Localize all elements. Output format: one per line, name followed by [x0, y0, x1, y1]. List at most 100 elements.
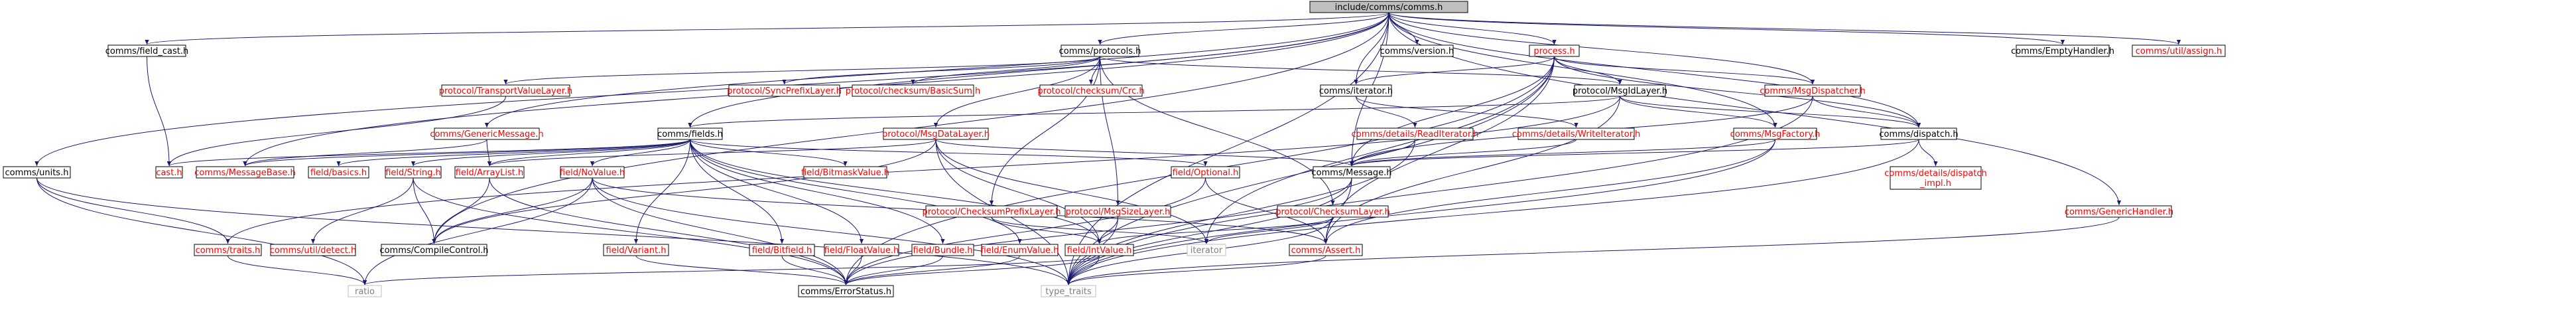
- node-msg-data-layer[interactable]: protocol/MsgDataLayer.h: [882, 127, 990, 140]
- node-label: comms/MsgFactory.h: [1730, 129, 1821, 139]
- node-read-iterator[interactable]: comms/details/ReadIterator.h: [1352, 127, 1479, 140]
- node-box: [1880, 127, 1957, 140]
- node-util-detect[interactable]: comms/util/detect.h: [270, 244, 356, 256]
- edge-field_arraylist-to-compile_control: [432, 177, 490, 244]
- edge-protocols-to-checksum_prefix: [989, 56, 1100, 206]
- node-field-novalue[interactable]: field/NoValue.h: [560, 166, 625, 179]
- node-write-iterator[interactable]: comms/details/WriteIterator.h: [1512, 127, 1640, 140]
- edge-assert_h-to-type_traits: [1066, 255, 1326, 286]
- node-box: [981, 244, 1059, 256]
- node-error-status[interactable]: comms/ErrorStatus.h: [798, 285, 894, 297]
- edge-msg_factory-to-assert_h: [1323, 139, 1775, 244]
- edge-field_novalue-to-compile_control: [432, 177, 593, 244]
- node-msg-dispatcher[interactable]: comms/MsgDispatcher.h: [1760, 84, 1866, 97]
- edge-message-to-error_status: [844, 177, 1352, 286]
- node-box: [1890, 166, 1982, 190]
- node-generic-handler[interactable]: comms/GenericHandler.h: [2065, 205, 2173, 218]
- node-cast[interactable]: cast.h: [155, 166, 183, 179]
- node-assert-h[interactable]: comms/Assert.h: [1289, 244, 1363, 256]
- edge-field_intvalue-to-ratio: [363, 255, 1100, 286]
- node-msg-factory[interactable]: comms/MsgFactory.h: [1730, 127, 1821, 140]
- node-field-optional[interactable]: field/Optional.h: [1171, 166, 1240, 179]
- node-label: comms/MessageBase.h: [194, 168, 296, 178]
- node-emptyhandler[interactable]: comms/EmptyHandler.h: [2011, 44, 2114, 57]
- edge-root-to-emptyhandler: [1388, 12, 2065, 45]
- node-label: comms/GenericMessage.h: [430, 129, 543, 139]
- node-generic-message[interactable]: comms/GenericMessage.h: [430, 127, 544, 140]
- node-checksum-basicsum[interactable]: protocol/checksum/BasicSum.h: [846, 84, 980, 97]
- node-field-variant[interactable]: field/Variant.h: [603, 244, 669, 256]
- node-label: field/FloatValue.h: [824, 246, 899, 256]
- node-box: [803, 166, 887, 179]
- node-box: [1529, 44, 1580, 57]
- node-box: [1764, 84, 1861, 97]
- node-checksum-prefix[interactable]: protocol/ChecksumPrefixLayer.h: [922, 205, 1061, 218]
- edge-fields-to-field_novalue: [590, 139, 690, 167]
- node-box: [385, 166, 442, 179]
- node-field-basics[interactable]: field/basics.h: [308, 166, 369, 179]
- node-box: [603, 244, 669, 256]
- node-box: [728, 84, 840, 97]
- node-box: [560, 166, 625, 179]
- node-checksum-layer[interactable]: protocol/ChecksumLayer.h: [1275, 205, 1390, 218]
- edge-fields-to-field_string: [411, 139, 690, 167]
- edge-field_arraylist-to-error_status: [489, 177, 848, 286]
- node-msgsize-layer[interactable]: protocol/MsgSizeLayer.h: [1064, 205, 1171, 218]
- node-message[interactable]: comms/Message.h: [1312, 166, 1392, 179]
- node-ratio: ratio: [348, 285, 382, 297]
- node-field-bitmask[interactable]: field/BitmaskValue.h: [801, 166, 889, 179]
- node-field-bitfield[interactable]: field/Bitfield.h: [749, 244, 815, 256]
- node-iterator-h[interactable]: comms/iterator.h: [1319, 84, 1393, 97]
- node-field-intvalue[interactable]: field/IntValue.h: [1064, 244, 1134, 256]
- node-compile-control[interactable]: comms/CompileControl.h: [379, 244, 489, 256]
- node-dispatch[interactable]: comms/dispatch.h: [1879, 127, 1959, 140]
- node-label: protocol/checksum/BasicSum.h: [846, 86, 980, 96]
- node-fields[interactable]: comms/fields.h: [657, 127, 723, 140]
- node-field-string[interactable]: field/String.h: [385, 166, 442, 179]
- node-util-assign[interactable]: comms/util/assign.h: [2132, 44, 2226, 57]
- edge-checksum_layer-to-iterator_std: [1204, 216, 1333, 244]
- node-label: protocol/ChecksumLayer.h: [1275, 207, 1390, 217]
- dependency-edges: [34, 12, 2181, 286]
- node-field-bundle[interactable]: field/Bundle.h: [911, 244, 974, 256]
- node-box: [657, 127, 723, 140]
- node-msgid-layer[interactable]: protocol/MsgIdLayer.h: [1573, 84, 1667, 97]
- edge-msg_data_layer-to-iterator_std: [935, 139, 1209, 244]
- edge-traits-to-ratio: [227, 255, 367, 286]
- node-field-cast[interactable]: comms/field_cast.h: [105, 44, 189, 57]
- edge-process-to-type_traits: [1066, 56, 1555, 286]
- node-details-dispatch[interactable]: comms/details/dispatch_impl.h: [1884, 166, 1987, 190]
- node-box: [1309, 1, 1468, 13]
- node-traits[interactable]: comms/traits.h: [194, 244, 262, 256]
- edge-root-to-protocols: [1098, 12, 1389, 45]
- node-process[interactable]: process.h: [1529, 44, 1580, 57]
- node-label: include/comms/comms.h: [1335, 3, 1443, 13]
- node-field-floatvalue[interactable]: field/FloatValue.h: [824, 244, 899, 256]
- node-label: comms/util/detect.h: [270, 246, 356, 256]
- edge-field_optional-to-error_status: [844, 177, 1206, 286]
- node-sync-prefix[interactable]: protocol/SyncPrefixLayer.h: [727, 84, 842, 97]
- node-label: field/basics.h: [310, 168, 367, 178]
- node-box: [194, 244, 262, 256]
- node-label: field/EnumValue.h: [981, 246, 1059, 256]
- node-box: [925, 205, 1058, 218]
- node-label: field/NoValue.h: [560, 168, 625, 178]
- node-units[interactable]: comms/units.h: [3, 166, 71, 179]
- edge-field_string-to-error_status: [413, 177, 848, 286]
- node-message-base[interactable]: comms/MessageBase.h: [194, 166, 296, 179]
- node-field-arraylist[interactable]: field/ArrayList.h: [454, 166, 525, 179]
- node-root[interactable]: include/comms/comms.h: [1309, 1, 1468, 13]
- node-box: [798, 285, 894, 297]
- node-version[interactable]: comms/version.h: [1380, 44, 1454, 57]
- edge-fields-to-field_arraylist: [487, 139, 690, 167]
- edge-msgid_layer-to-dispatch: [1620, 96, 1921, 128]
- node-transport-value[interactable]: protocol/TransportValueLayer.h: [439, 84, 573, 97]
- edge-field_bundle-to-error_status: [844, 255, 943, 286]
- node-field-enumvalue[interactable]: field/EnumValue.h: [981, 244, 1059, 256]
- edge-transport_value-to-cast: [166, 96, 506, 167]
- node-protocols[interactable]: comms/protocols.h: [1059, 44, 1141, 57]
- node-checksum-crc[interactable]: protocol/checksum/Crc.h: [1037, 84, 1145, 97]
- node-label: comms/traits.h: [196, 246, 261, 256]
- edge-process-to-iterator_std: [1204, 56, 1555, 244]
